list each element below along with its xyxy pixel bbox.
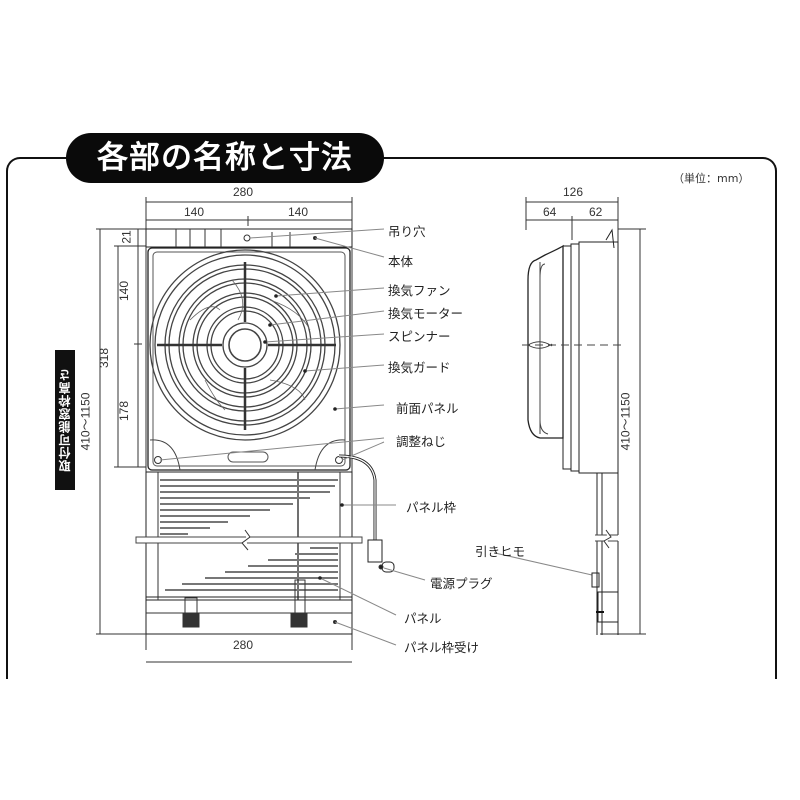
label-adjustment-screw: 調整ねじ xyxy=(396,434,447,449)
label-panel-frame-holder: パネル枠受け xyxy=(404,640,480,655)
label-ventilation-motor: 換気モーター xyxy=(388,306,464,321)
dim-top-height: 21 xyxy=(119,230,134,244)
label-pull-cord: 引きヒモ xyxy=(475,544,526,559)
label-front-panel: 前面パネル xyxy=(396,401,459,416)
label-panel-frame: パネル枠 xyxy=(406,500,457,515)
diagram-frame xyxy=(6,157,777,679)
label-hanging-hole: 吊り穴 xyxy=(388,224,426,239)
label-ventilation-guard: 換気ガード xyxy=(388,360,451,375)
dim-upper-height: 140 xyxy=(117,280,132,302)
dim-front-bottom-width: 280 xyxy=(233,638,254,652)
dim-lower-height: 178 xyxy=(117,400,132,422)
label-main-body: 本体 xyxy=(388,254,414,269)
page-title: 各部の名称と寸法 xyxy=(66,133,384,183)
dim-window-range-side: 410～1150 xyxy=(618,392,633,451)
dim-front-right-half: 140 xyxy=(288,205,309,219)
label-panel: パネル xyxy=(404,611,442,626)
dim-side-total-depth: 126 xyxy=(563,185,584,199)
label-spinner: スピンナー xyxy=(388,329,451,344)
dim-window-range-front: 410～1150 xyxy=(78,392,93,451)
dim-front-total-width: 280 xyxy=(233,185,254,199)
dim-side-front-depth: 64 xyxy=(543,205,557,219)
dim-side-rear-depth: 62 xyxy=(589,205,603,219)
label-power-plug: 電源プラグ xyxy=(430,576,493,591)
dim-body-height: 318 xyxy=(97,347,112,369)
label-ventilation-fan: 換気ファン xyxy=(388,283,451,298)
dim-front-left-half: 140 xyxy=(184,205,205,219)
unit-note: （単位：mm） xyxy=(673,172,750,185)
